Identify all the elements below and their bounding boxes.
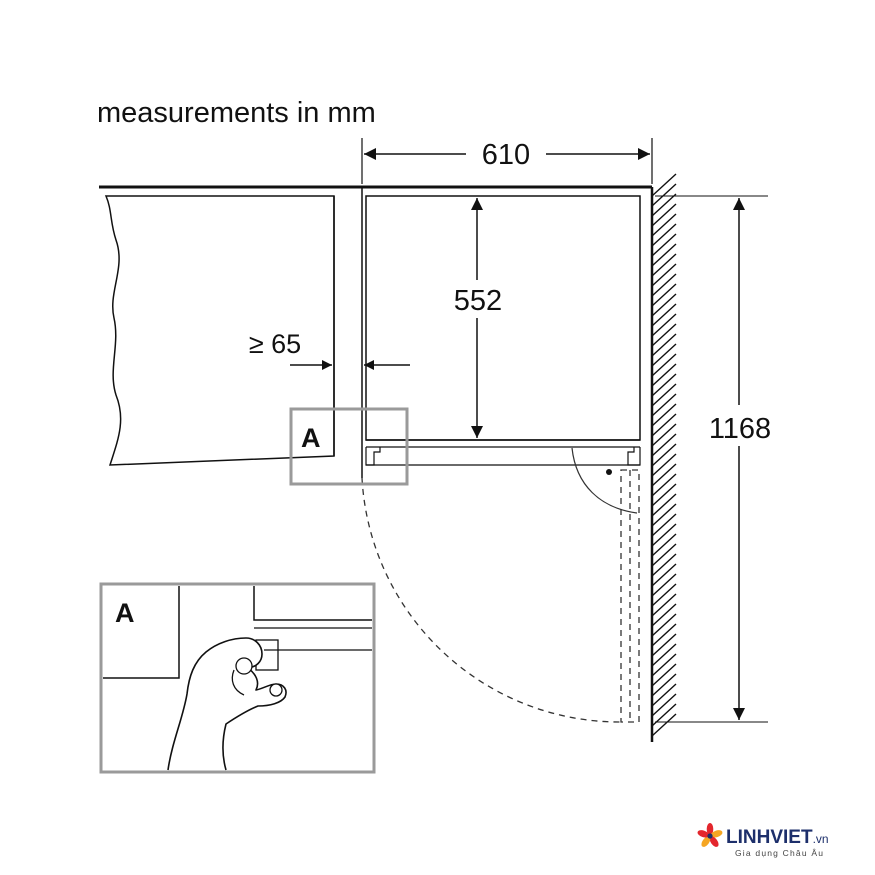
wall-hatch-line bbox=[651, 453, 677, 477]
wall-hatch-line bbox=[651, 613, 677, 637]
appliance-body bbox=[361, 187, 641, 478]
wall-hatch-line bbox=[651, 333, 677, 357]
wall-hatch-line bbox=[651, 523, 677, 547]
wall-hatch-line bbox=[651, 473, 677, 497]
wall-hatch-line bbox=[651, 293, 677, 317]
wall-hatch-line bbox=[651, 413, 677, 437]
wall-hatch-line bbox=[651, 703, 677, 727]
door-hinge-swing bbox=[571, 447, 638, 514]
brand-tagline: Gia dụng Châu Âu bbox=[735, 848, 824, 858]
brand-flower-icon bbox=[697, 823, 723, 847]
dimension-1168: 1168 bbox=[655, 195, 771, 723]
wall-hatch-line bbox=[651, 313, 677, 337]
depth-label: 610 bbox=[482, 139, 530, 171]
wall-hatch-line bbox=[651, 213, 677, 237]
wall-hatch-line bbox=[651, 713, 677, 737]
wall-hatch-line bbox=[651, 363, 677, 387]
wall-hatch-line bbox=[651, 173, 677, 197]
inner-height-label: 552 bbox=[454, 285, 502, 317]
wall-hatch-line bbox=[651, 603, 677, 627]
wall-hatch-line bbox=[651, 633, 677, 657]
wall-hatch-line bbox=[651, 573, 677, 597]
wall-hatch-line bbox=[651, 463, 677, 487]
wall-hatch-line bbox=[651, 343, 677, 367]
wall-hatch-line bbox=[651, 443, 677, 467]
detail-marker-box bbox=[289, 407, 409, 486]
wall-hatch-line bbox=[651, 423, 677, 447]
wall-hatch-line bbox=[651, 203, 677, 227]
wall-hatch-line bbox=[651, 643, 677, 667]
wall-hatch-line bbox=[651, 513, 677, 537]
wall-hatch-line bbox=[651, 433, 677, 457]
wall-hatch-line bbox=[651, 493, 677, 517]
hand-illustration bbox=[167, 637, 287, 771]
wall-hatch-line bbox=[651, 273, 677, 297]
detail-marker-label: A bbox=[301, 423, 321, 453]
wall-hatch-line bbox=[651, 383, 677, 407]
wall-hatch-line bbox=[651, 223, 677, 247]
wall-hatch-line bbox=[651, 263, 677, 287]
wall-hatch-line bbox=[651, 373, 677, 397]
wall-hatch-line bbox=[651, 553, 677, 577]
wall-hatch-line bbox=[651, 683, 677, 707]
wall-hatch-line bbox=[651, 623, 677, 647]
wall-hatch-line bbox=[651, 403, 677, 427]
brand-logo: LINHVIET.vn Gia dụng Châu Âu bbox=[697, 823, 829, 858]
wall-hatch-line bbox=[651, 593, 677, 617]
wall-hatch-line bbox=[651, 693, 677, 717]
wall-hatch-line bbox=[651, 323, 677, 347]
wall-hatch-line bbox=[651, 583, 677, 607]
dimension-side-clearance: ≥ 65 bbox=[249, 329, 410, 370]
wall-hatch-line bbox=[651, 503, 677, 527]
side-clearance-label: ≥ 65 bbox=[249, 329, 301, 359]
wall-hatch-line bbox=[651, 253, 677, 277]
detail-inset: A bbox=[99, 582, 376, 774]
brand-name: LINHVIET.vn bbox=[726, 827, 829, 848]
dimension-552: 552 bbox=[454, 198, 502, 438]
wall-hatch-line bbox=[651, 283, 677, 307]
wall-hatch-line bbox=[651, 533, 677, 557]
wall-hatch-line bbox=[651, 673, 677, 697]
total-height-label: 1168 bbox=[709, 413, 771, 445]
wall-hatch-line bbox=[651, 653, 677, 677]
wall-hatch-line bbox=[651, 243, 677, 267]
dimension-610: 610 bbox=[361, 138, 653, 184]
wall-hatch-line bbox=[651, 183, 677, 207]
wall-hatch-line bbox=[651, 193, 677, 217]
left-cabinet bbox=[104, 195, 335, 466]
wall-hatch-line bbox=[651, 233, 677, 257]
wall-hatch-line bbox=[651, 303, 677, 327]
wall-hatch-line bbox=[651, 353, 677, 377]
page-title: measurements in mm bbox=[97, 97, 376, 129]
wall-hatch-line bbox=[651, 563, 677, 587]
wall bbox=[650, 173, 677, 742]
wall-hatch-line bbox=[651, 483, 677, 507]
wall-hatch-line bbox=[651, 663, 677, 687]
door-open-path bbox=[361, 469, 640, 723]
wall-hatch-line bbox=[651, 393, 677, 417]
inset-label: A bbox=[115, 598, 135, 628]
wall-hatch-line bbox=[651, 543, 677, 567]
